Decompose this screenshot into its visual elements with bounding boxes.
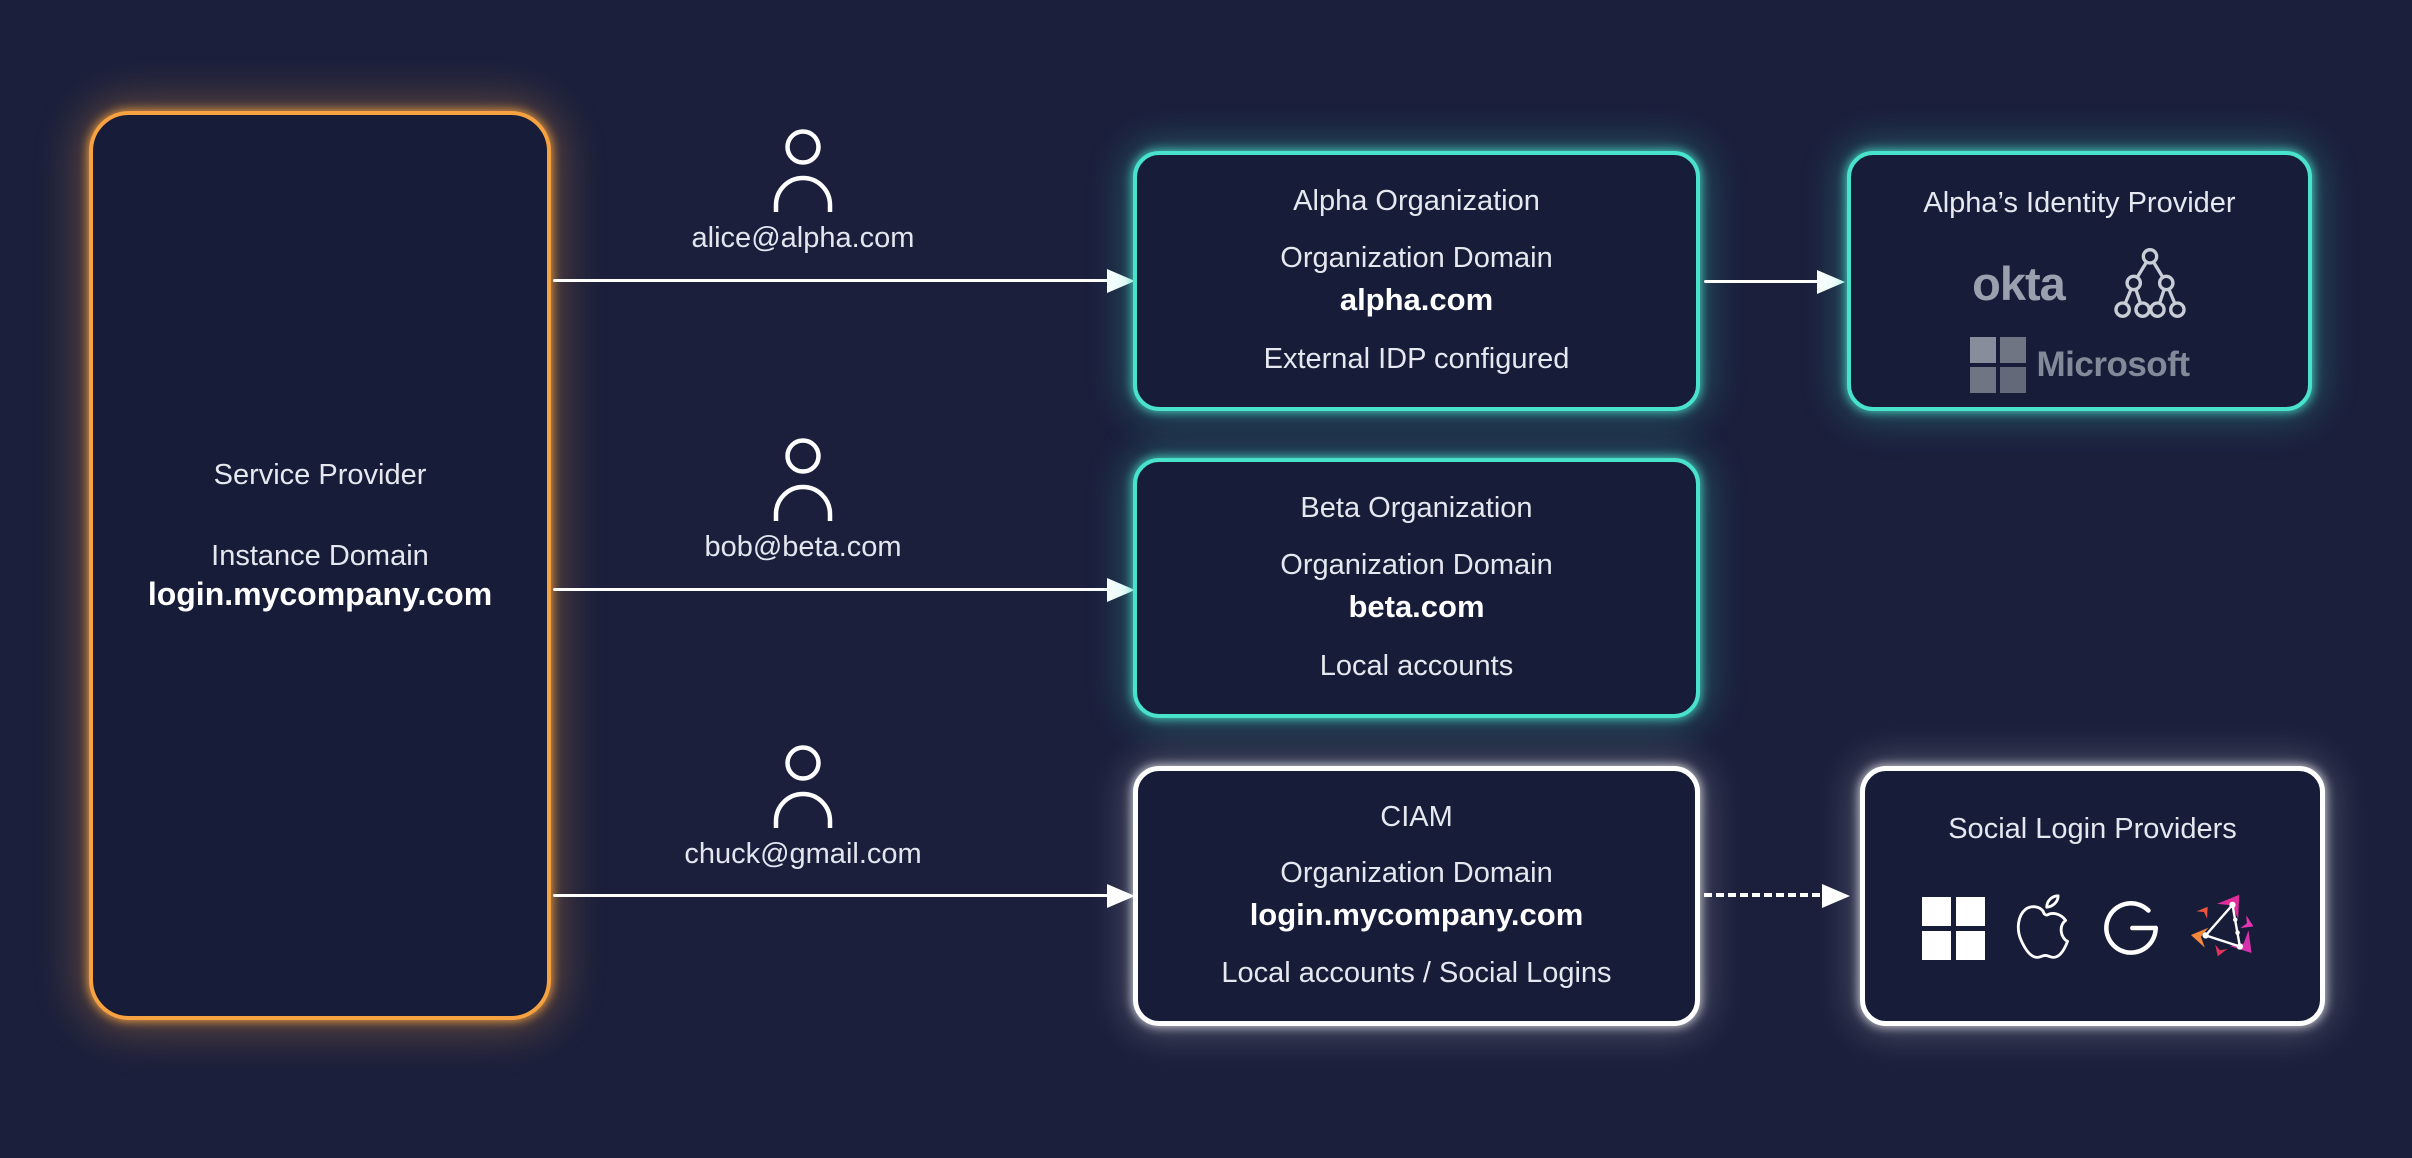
arrow-alice-to-alpha (553, 269, 1135, 293)
microsoft-wordmark: Microsoft (2036, 345, 2191, 385)
instance-domain-value: login.mycompany.com (147, 576, 493, 613)
instance-domain-label: Instance Domain (211, 540, 429, 572)
service-provider-content: Service Provider Instance Domain login.m… (148, 457, 492, 615)
org-domain-value: login.mycompany.com (1249, 897, 1584, 933)
beta-organization-box: Beta Organization Organization Domain be… (1133, 458, 1700, 718)
user-email-chuck: chuck@gmail.com (684, 838, 922, 870)
idp-title: Alpha’s Identity Provider (1923, 187, 2236, 219)
arrow-shaft (553, 588, 1109, 591)
social-login-providers-box: Social Login Providers (1860, 766, 2325, 1026)
org-note: Local accounts / Social Logins (1221, 956, 1612, 989)
org-title: CIAM (1380, 801, 1453, 833)
user-icon (773, 745, 833, 828)
arrow-shaft (1704, 280, 1819, 283)
arrow-head (1107, 578, 1135, 602)
org-domain-group: Organization Domain login.mycompany.com (1250, 855, 1584, 935)
org-note: External IDP configured (1263, 342, 1570, 375)
org-note: Local accounts (1319, 649, 1514, 682)
org-title: Alpha Organization (1293, 185, 1540, 217)
ciam-organization-box: CIAM Organization Domain login.mycompany… (1133, 766, 1700, 1026)
microsoft-squares-icon (1969, 337, 2026, 394)
user-email-bob: bob@beta.com (704, 531, 902, 563)
microsoft-icon (1922, 896, 1985, 960)
user-email-alice: alice@alpha.com (691, 222, 915, 254)
spacer (148, 493, 492, 538)
google-icon (2104, 901, 2158, 956)
arrow-bob-to-beta (553, 578, 1135, 602)
microsoft-logo: Microsoft (1969, 337, 2191, 394)
arrow-alpha-to-idp (1704, 270, 1845, 294)
arrow-ciam-to-social-dashed (1704, 884, 1850, 908)
user-icon (773, 129, 833, 212)
idp-logos-row: okta (1972, 245, 2187, 321)
org-domain-group: Organization Domain beta.com (1280, 547, 1552, 627)
arrow-head (1822, 884, 1850, 908)
arrow-head (1817, 270, 1845, 294)
org-title: Beta Organization (1300, 492, 1533, 524)
zitadel-icon (2190, 894, 2254, 957)
okta-logo: okta (1972, 256, 2066, 310)
org-domain-label: Organization Domain (1280, 857, 1553, 889)
service-provider-box: Service Provider Instance Domain login.m… (89, 111, 551, 1020)
ldap-tree-icon (2114, 248, 2186, 319)
arrow-shaft (553, 279, 1109, 282)
alpha-idp-box: Alpha’s Identity Provider okta Microsoft (1847, 151, 2312, 411)
social-icons-row (1922, 891, 2263, 965)
arrow-head (1107, 884, 1135, 908)
arrow-dashed-shaft (1704, 893, 1820, 897)
org-domain-value: alpha.com (1339, 282, 1494, 318)
user-icon (773, 438, 833, 521)
arrow-head (1107, 269, 1135, 293)
org-domain-value: beta.com (1348, 589, 1485, 625)
social-title: Social Login Providers (1948, 813, 2237, 845)
org-domain-label: Organization Domain (1280, 242, 1553, 274)
apple-icon (2016, 894, 2069, 960)
arrow-shaft (553, 894, 1109, 897)
org-domain-group: Organization Domain alpha.com (1280, 240, 1552, 320)
alpha-organization-box: Alpha Organization Organization Domain a… (1133, 151, 1700, 411)
org-domain-label: Organization Domain (1280, 549, 1553, 581)
arrow-chuck-to-ciam (553, 884, 1135, 908)
service-provider-title: Service Provider (213, 458, 427, 491)
